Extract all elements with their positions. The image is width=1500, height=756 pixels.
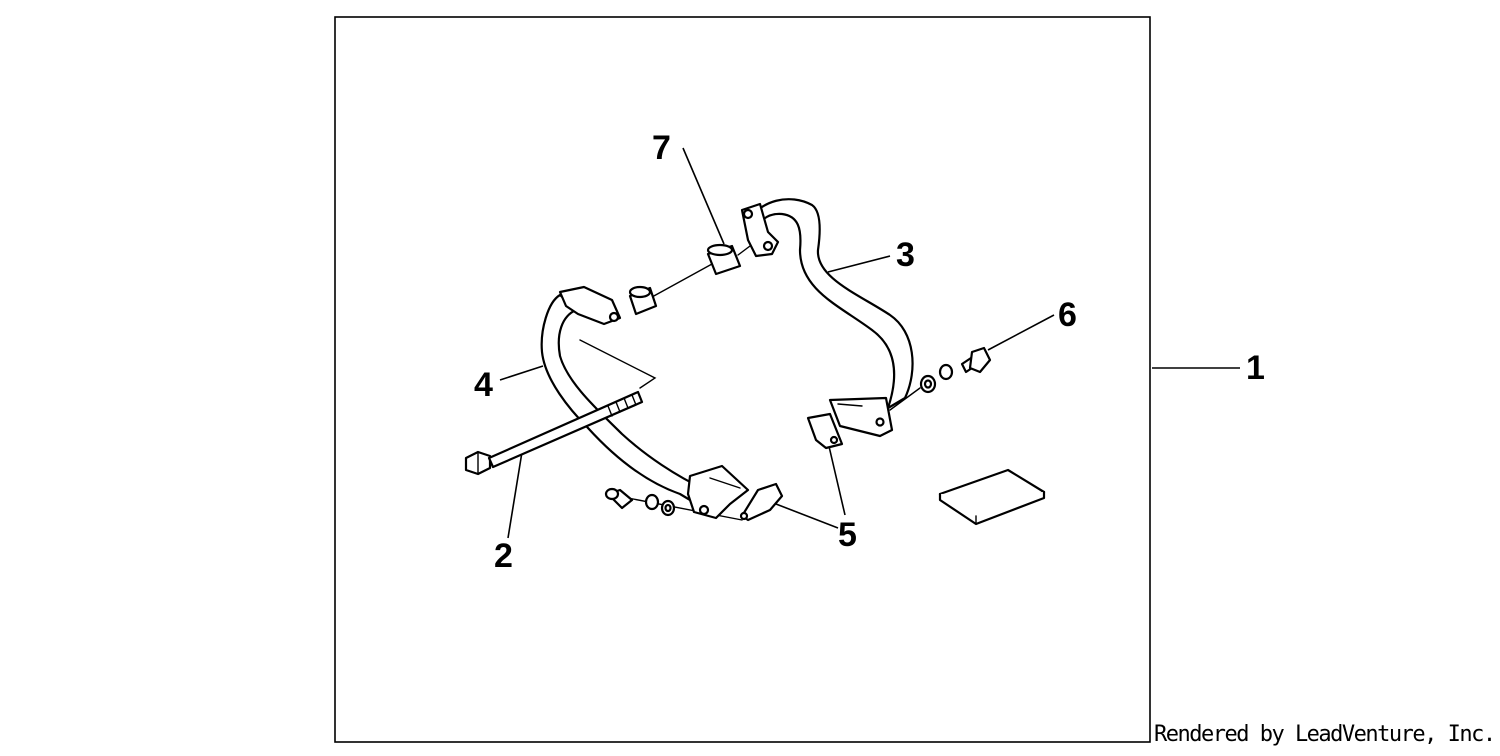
leader-4 <box>499 365 544 381</box>
instruction-booklet <box>938 468 1046 526</box>
callout-4: 4 <box>474 366 493 404</box>
leader-3 <box>827 255 891 273</box>
callout-2: 2 <box>494 537 513 575</box>
leader-2 <box>507 451 523 539</box>
long-bolt <box>464 390 644 476</box>
bolt-washers-bottom <box>604 487 676 517</box>
guard-bar-left <box>540 285 784 522</box>
render-credit: Rendered by LeadVenture, Inc. <box>1154 722 1496 747</box>
callout-3: 3 <box>896 236 915 274</box>
assembly-line-spacers <box>651 263 713 298</box>
guard-bar-right <box>740 198 914 450</box>
assembly-line-left <box>579 339 657 389</box>
kit-frame <box>334 16 1151 743</box>
leader-5a <box>775 503 839 529</box>
leader-6 <box>987 314 1055 351</box>
callout-6: 6 <box>1058 296 1077 334</box>
callout-5: 5 <box>838 516 857 554</box>
callout-1: 1 <box>1246 349 1265 387</box>
spacer-collars <box>628 243 742 316</box>
callout-7: 7 <box>652 129 671 167</box>
bolt-washers-right <box>919 346 992 394</box>
leader-7 <box>682 147 725 245</box>
leader-5b <box>827 441 846 516</box>
